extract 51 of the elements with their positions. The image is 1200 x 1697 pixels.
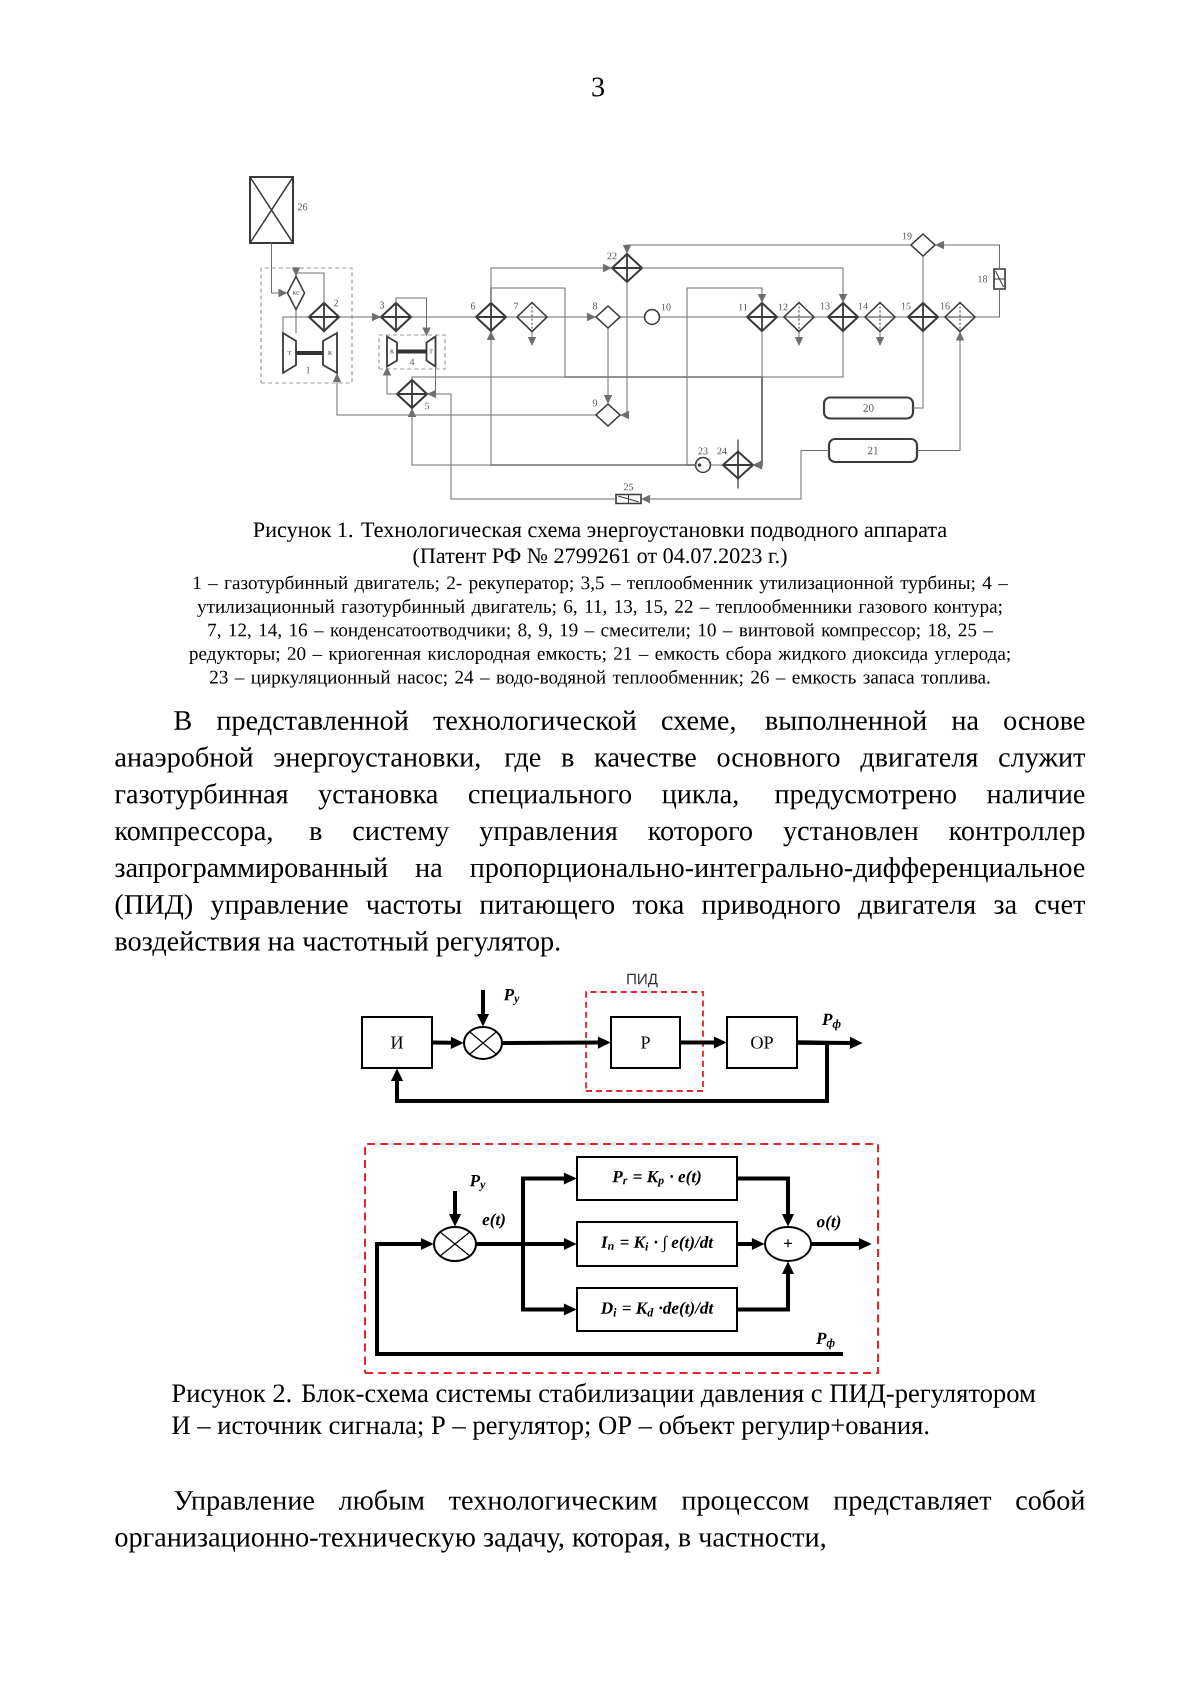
edge-label: P$_{у}$ (467, 1173, 489, 1193)
caption: И – источник сигнала; Р – регулятор; ОР – объект регулир+ования. (172, 1414, 929, 1440)
edge-label: P$_{у}$ (501, 987, 523, 1007)
callout-number: 13 (820, 302, 830, 310)
callout-number: 9 (592, 399, 598, 407)
callout-number: 6 (470, 302, 476, 310)
legend-text: 1 – газотурбинный двигатель; 2- рекуператор; 3,5 – теплообменник утилизационной турбины; 4 – утилизационный газотурбинный двигатель; 6, 11, 13, 15, 22 – теплообменники газового контура; 7, 12, 14, 16 – конденсатоотводчики; 8, 9, 19 – смесители; 10 – винтовой компрессор; 18, 25 – редукторы; 20 – криогенная кислородная емкость; 21 – емкость сбора жидкого диоксида углерода; 23 – циркуляционный насос; 24 – водо-водяной теплообменник; 26 – емкость запаса топлива. (189, 575, 1010, 688)
block-box: ОР (726, 1016, 798, 1069)
callout-number: 19 (902, 232, 912, 240)
callout-number: 24 (717, 447, 727, 455)
callout-number: 12 (778, 303, 788, 311)
callout-number: 4 (409, 358, 415, 366)
callout-number: 10 (661, 303, 671, 311)
tank-box: 20 (822, 396, 915, 420)
callout-number: 11 (739, 303, 748, 311)
edge-label: e(t) (480, 1211, 508, 1231)
caption: Рисунок 2. Блок-схема системы стабилизации давления с ПИД-регулятором (172, 1382, 1036, 1408)
group-label: ПИД (627, 973, 658, 988)
paragraph: Управление любым технологическим процессом представляет собой организационно-техническую задачу, которая, в частности, (115, 1489, 1085, 1553)
callout-number: 15 (901, 302, 911, 310)
callout-number: 3 (379, 301, 385, 309)
edge-label: P$_{ф}$ (819, 1011, 845, 1033)
callout-number: 14 (858, 302, 868, 310)
callout-number: 16 (940, 302, 950, 310)
edge-label: o(t) (814, 1213, 844, 1233)
block-box: И (361, 1016, 433, 1069)
block-box: Р (610, 1016, 681, 1069)
edge-label: P$_{ф}$ (813, 1330, 839, 1352)
summing-junction: + (764, 1226, 812, 1262)
callout-number: 18 (978, 275, 988, 283)
dashed-group-box (260, 267, 353, 384)
caption: Рисунок 1. Технологическая схема энергоустановки подводного аппарата (Патент РФ № 2799261 от 04.07.2023 г.) (253, 522, 947, 568)
summing-junction (433, 1226, 477, 1262)
callout-number: 7 (514, 302, 519, 310)
tank-box: 21 (827, 437, 919, 464)
callout-number: 5 (425, 402, 430, 410)
callout-number: 25 (623, 483, 634, 491)
page-number: 3 (592, 77, 604, 97)
paragraph: В представленной технологической схеме, выполненной на основе анаэробной энергоустановки, где в качестве основного двигателя служит газотурбинная установка специального цикла, предусмотрено наличие компрессора, в систему управления которого установлен контроллер запрограммированный на пропорционально-интегрально-дифференциальное (ПИД) управление частоты питающего тока приводного двигателя за счет воздействия на частотный регулятор. (114, 710, 1085, 957)
callout-number: 26 (297, 203, 308, 211)
formula-box: P$_{r}$ = K$_{p}$ · e(t) (576, 1156, 738, 1201)
formula-box: D$_{i}$ = K$_{d}$ ·de(t)/dt (576, 1287, 738, 1332)
dashed-group-box (378, 334, 446, 370)
callout-number: 8 (592, 302, 598, 310)
callout-number: 1 (306, 366, 310, 374)
formula-box: I$_{n}$ = K$_{i}$ · ∫ e(t)/dt (576, 1221, 738, 1268)
callout-number: 2 (333, 299, 338, 307)
callout-number: 22 (607, 252, 617, 260)
dashed-frame (364, 1143, 879, 1375)
summing-junction (463, 1026, 503, 1060)
callout-number: 23 (698, 447, 708, 455)
